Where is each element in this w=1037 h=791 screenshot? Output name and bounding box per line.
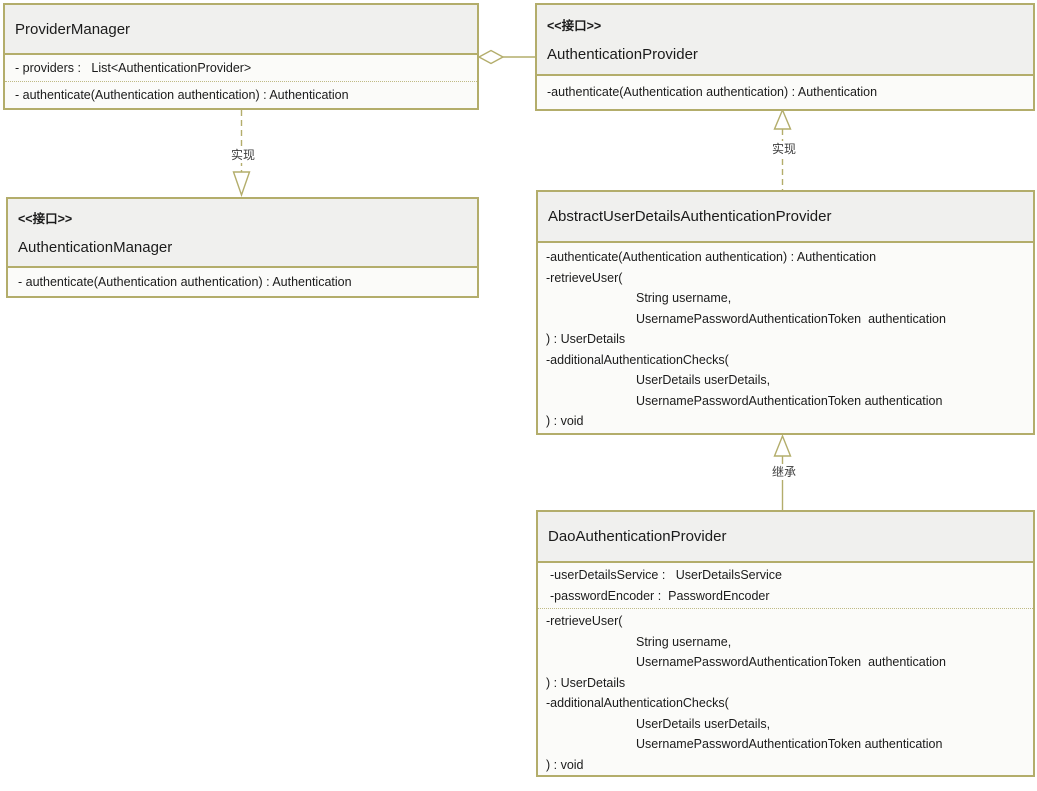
class-authentication-provider: <<接口>> AuthenticationProvider -authentic… bbox=[535, 3, 1035, 111]
methods-compartment: -authenticate(Authentication authenticat… bbox=[537, 76, 1033, 109]
class-abstract-user-details-authentication-provider: AbstractUserDetailsAuthenticationProvide… bbox=[536, 190, 1035, 435]
method-line: -retrieveUser( bbox=[546, 270, 623, 285]
method-line: UsernamePasswordAuthenticationToken auth… bbox=[636, 393, 943, 408]
method-line: String username, bbox=[636, 291, 732, 305]
interface-stereotype: <<接口>> bbox=[18, 212, 73, 227]
class-title-bar: DaoAuthenticationProvider bbox=[538, 512, 1033, 563]
inherit-label: 继承 bbox=[766, 464, 802, 480]
attributes-compartment: -userDetailsService : UserDetailsService… bbox=[538, 563, 1033, 609]
method-line: - authenticate(Authentication authentica… bbox=[15, 87, 349, 102]
methods-compartment: -authenticate(Authentication authenticat… bbox=[538, 243, 1033, 433]
realize-left-arrowhead-icon bbox=[232, 171, 251, 198]
class-provider-manager: ProviderManager - providers : List<Authe… bbox=[3, 3, 479, 110]
attribute-line: - providers : List<AuthenticationProvide… bbox=[15, 60, 252, 75]
attribute-line: -userDetailsService : UserDetailsService bbox=[550, 568, 783, 582]
inherit-arrowhead-icon bbox=[773, 434, 792, 457]
realize-right-arrowhead-icon bbox=[773, 108, 792, 130]
method-line: -authenticate(Authentication authenticat… bbox=[546, 250, 877, 264]
class-name: AbstractUserDetailsAuthenticationProvide… bbox=[548, 208, 832, 225]
class-name: DaoAuthenticationProvider bbox=[548, 528, 727, 545]
method-line: -additionalAuthenticationChecks( bbox=[546, 352, 729, 367]
class-name: ProviderManager bbox=[15, 20, 131, 38]
class-name: AuthenticationProvider bbox=[547, 45, 698, 63]
methods-compartment: - authenticate(Authentication authentica… bbox=[5, 82, 477, 108]
method-line: UserDetails userDetails, bbox=[636, 373, 771, 387]
class-title-bar: AbstractUserDetailsAuthenticationProvide… bbox=[538, 192, 1033, 243]
method-line: UsernamePasswordAuthenticationToken auth… bbox=[636, 311, 946, 326]
interface-stereotype: <<接口>> bbox=[547, 19, 602, 34]
method-line: UsernamePasswordAuthenticationToken auth… bbox=[636, 737, 943, 751]
class-title-bar: ProviderManager bbox=[5, 5, 477, 55]
method-line: -authenticate(Authentication authenticat… bbox=[547, 85, 878, 100]
method-line: ) : void bbox=[546, 414, 584, 428]
method-line: ) : UserDetails bbox=[546, 332, 626, 346]
methods-compartment: - authenticate(Authentication authentica… bbox=[8, 268, 477, 296]
attributes-compartment: - providers : List<AuthenticationProvide… bbox=[5, 55, 477, 82]
method-line: -retrieveUser( bbox=[546, 614, 623, 628]
class-name: AuthenticationManager bbox=[18, 238, 173, 256]
class-authentication-manager: <<接口>> AuthenticationManager - authentic… bbox=[6, 197, 479, 298]
realize-left-label: 实现 bbox=[225, 147, 261, 163]
method-line: ) : UserDetails bbox=[546, 675, 626, 690]
realize-right-label: 实现 bbox=[766, 141, 802, 157]
aggregation-diamond-icon bbox=[477, 49, 505, 65]
method-line: -additionalAuthenticationChecks( bbox=[546, 696, 729, 710]
method-line: UsernamePasswordAuthenticationToken auth… bbox=[636, 655, 946, 669]
class-title-bar: <<接口>> AuthenticationManager bbox=[8, 199, 477, 268]
attribute-line: -passwordEncoder : PasswordEncoder bbox=[550, 588, 770, 603]
class-dao-authentication-provider: DaoAuthenticationProvider -userDetailsSe… bbox=[536, 510, 1035, 777]
method-line: ) : void bbox=[546, 757, 584, 772]
class-title-bar: <<接口>> AuthenticationProvider bbox=[537, 5, 1033, 76]
method-line: - authenticate(Authentication authentica… bbox=[18, 274, 352, 289]
methods-compartment: -retrieveUser( String username, Username… bbox=[538, 609, 1033, 775]
method-line: UserDetails userDetails, bbox=[636, 716, 771, 731]
method-line: String username, bbox=[636, 634, 732, 649]
